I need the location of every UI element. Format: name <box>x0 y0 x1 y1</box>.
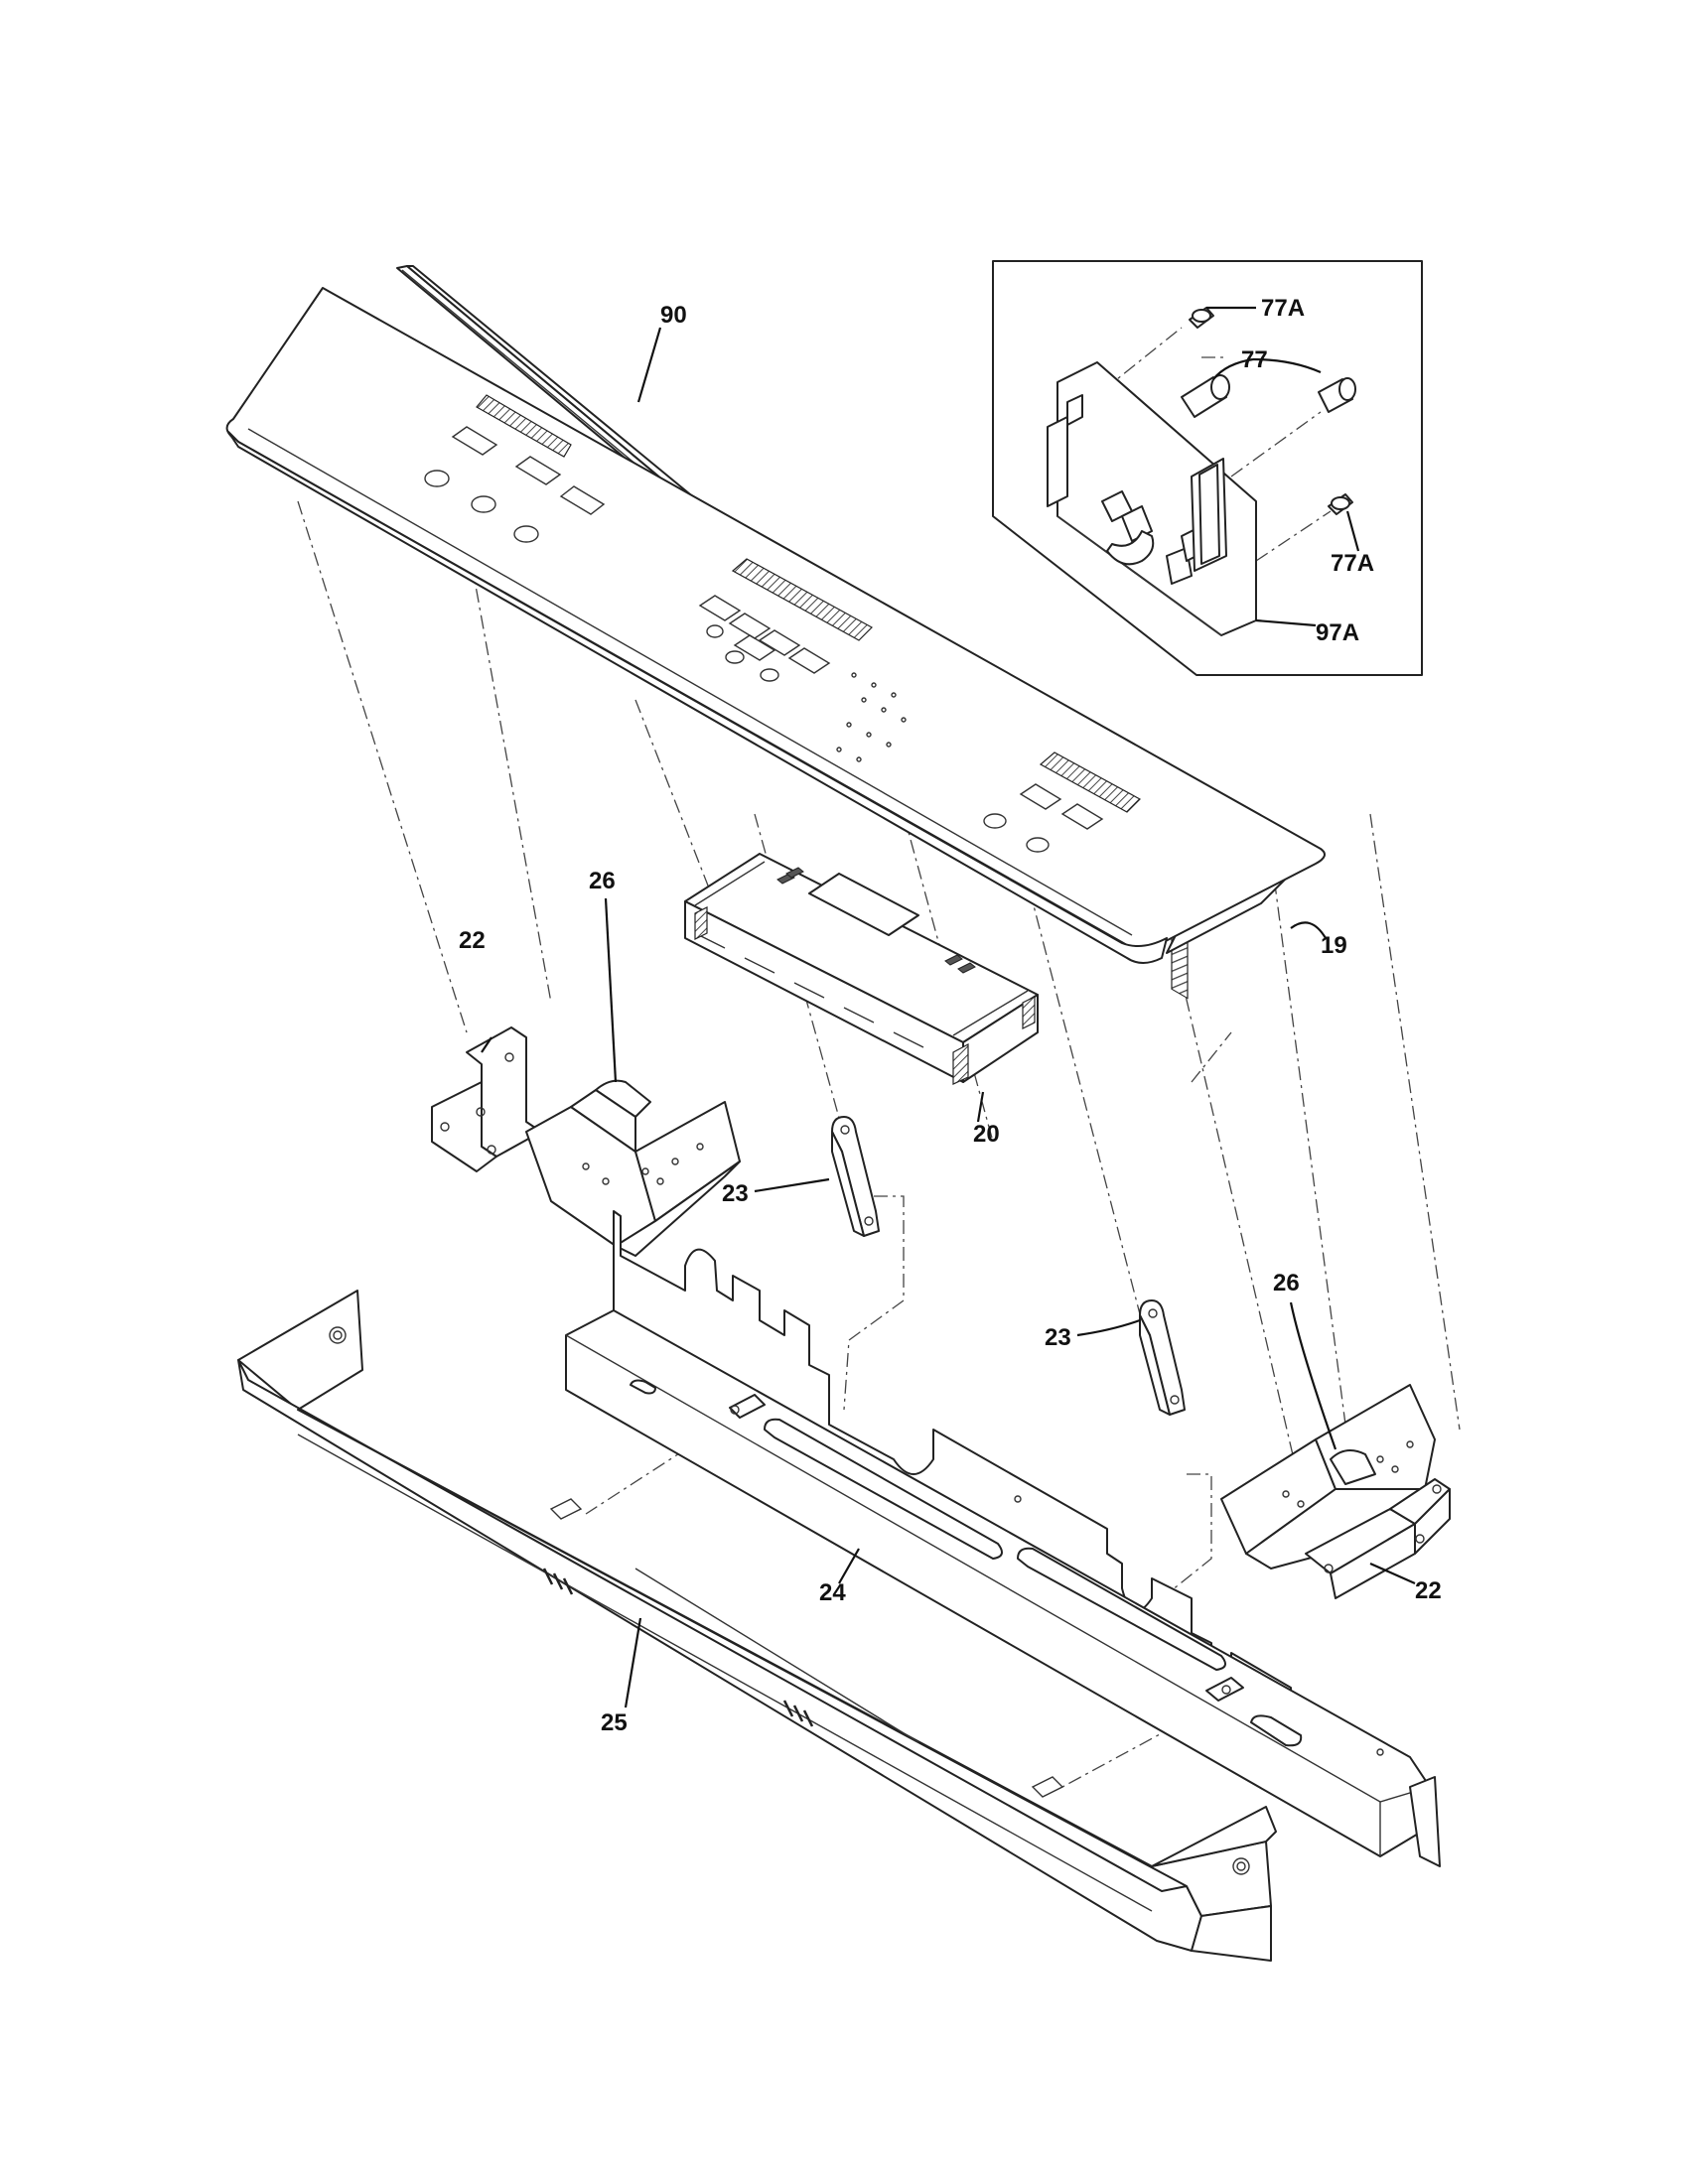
bracket-23-left <box>831 1116 880 1237</box>
control-module-20 <box>684 853 1039 1085</box>
callout-26-left: 26 <box>589 868 616 894</box>
bracket-23-right <box>1139 1299 1186 1416</box>
callout-97a: 97A <box>1316 619 1359 646</box>
frame-24 <box>565 1210 1441 1867</box>
bracket-22-left <box>431 1026 542 1172</box>
shield-26-left <box>525 1079 741 1257</box>
callout-77a-bottom: 77A <box>1331 550 1374 577</box>
callout-19: 19 <box>1321 932 1347 959</box>
shield-26-right <box>1220 1384 1436 1570</box>
bracket-22-right <box>1305 1478 1451 1599</box>
callout-20: 20 <box>973 1121 1000 1148</box>
standoff-77a-bottom <box>1328 493 1353 515</box>
inset-board-detail <box>992 260 1423 1000</box>
callout-90: 90 <box>660 302 687 329</box>
callout-26-right: 26 <box>1273 1270 1300 1297</box>
control-board-97a <box>1047 361 1257 1000</box>
callout-22-right: 22 <box>1415 1577 1442 1604</box>
leader-lines <box>481 306 1416 1708</box>
callout-23-right: 23 <box>1045 1324 1071 1351</box>
callout-24: 24 <box>819 1579 846 1606</box>
callout-22-left: 22 <box>459 927 486 954</box>
standoff-77a-top <box>1189 307 1214 329</box>
callout-23-left: 23 <box>722 1180 749 1207</box>
trim-25 <box>237 1290 1277 1962</box>
callout-25: 25 <box>601 1709 628 1736</box>
callout-labels: 90 77A 77 77A 97A 19 20 22 26 23 23 26 2… <box>459 295 1442 1736</box>
callout-77: 77 <box>1241 346 1268 373</box>
callout-77a-top: 77A <box>1261 295 1305 322</box>
control-panel-19 <box>225 287 1326 964</box>
spacer-77-left <box>1181 374 1230 418</box>
spacer-77-right <box>1318 377 1356 413</box>
